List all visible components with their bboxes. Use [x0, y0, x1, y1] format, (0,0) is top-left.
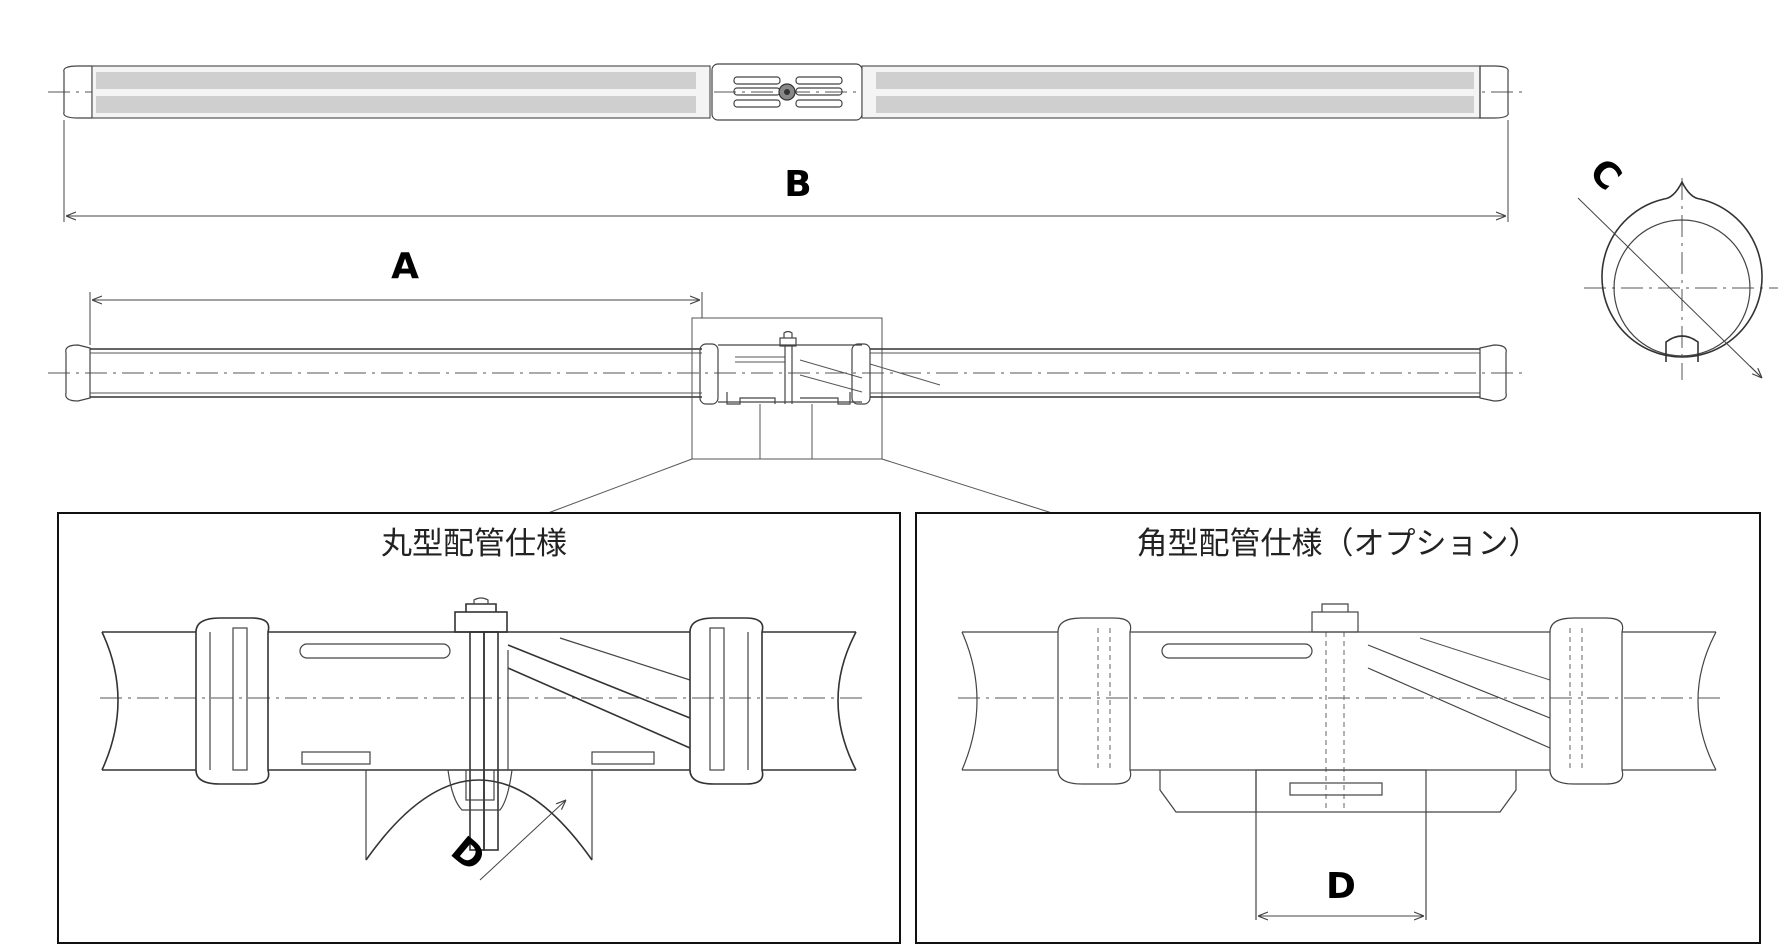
top-view: B	[48, 63, 1522, 222]
detail-panel-square: 角型配管仕様（オプション） D	[915, 512, 1761, 944]
dimension-label-a: A	[391, 246, 419, 287]
dimension-label-c: C	[1581, 151, 1629, 199]
panel-title-square: 角型配管仕様（オプション）	[1137, 526, 1540, 562]
dimension-label-d-square: D	[1326, 866, 1356, 907]
dimension-label-b: B	[784, 164, 811, 205]
side-view: A	[48, 246, 1522, 514]
cross-section-view: C	[1577, 151, 1778, 380]
panel-title-round: 丸型配管仕様	[381, 526, 567, 562]
detail-panel-round: 丸型配管仕様	[57, 512, 901, 944]
